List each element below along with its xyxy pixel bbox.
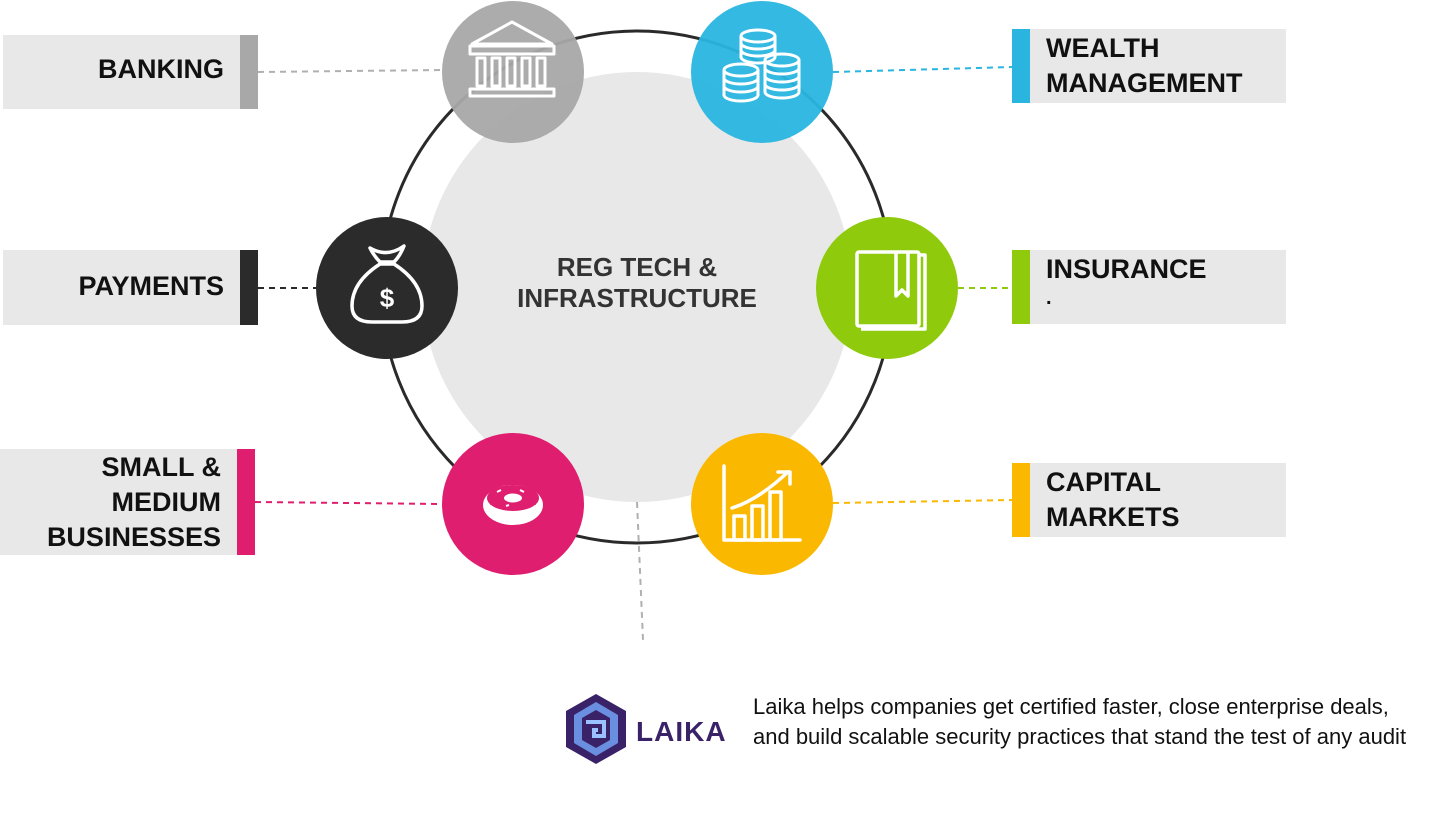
label-capital-line-2: MARKETS [1046, 502, 1180, 532]
label-banking-accent [240, 35, 258, 109]
connector-wealth [832, 66, 1014, 73]
segment-node-smb [442, 433, 584, 575]
segment-node-payments: $ [316, 217, 458, 359]
label-smb-accent [237, 449, 255, 555]
label-banking-line-1: BANKING [98, 54, 224, 84]
label-insurance: INSURANCE . [1012, 250, 1286, 324]
label-insurance-line-2: . [1046, 287, 1052, 309]
label-banking: BANKING [3, 35, 258, 109]
laika-logo-icon [566, 694, 626, 764]
center-title-line-1: REG TECH & [556, 252, 718, 282]
label-wealth: WEALTH MANAGEMENT [1012, 29, 1286, 103]
label-insurance-accent [1012, 250, 1030, 324]
book-icon [855, 250, 927, 331]
label-smb-line-1: SMALL & [101, 452, 222, 482]
label-wealth-accent [1012, 29, 1030, 103]
company-name: LAIKA [636, 716, 727, 747]
connector-smb [254, 501, 443, 505]
center-title: REG TECH & INFRASTRUCTURE [487, 252, 787, 314]
label-smb: SMALL & MEDIUM BUSINESSES [0, 449, 255, 555]
label-payments-accent [240, 250, 258, 325]
center-title-line-2: INFRASTRUCTURE [517, 283, 757, 313]
connector-capital [832, 499, 1014, 504]
connector-company [636, 501, 644, 641]
company-description: Laika helps companies get certified fast… [753, 694, 1407, 749]
label-payments: PAYMENTS [3, 250, 258, 325]
label-capital: CAPITAL MARKETS [1012, 463, 1286, 537]
coins-icon [722, 28, 801, 103]
center-disc [422, 72, 852, 502]
label-smb-line-3: BUSINESSES [46, 522, 221, 552]
bar-chart-icon [722, 464, 802, 542]
label-payments-line-1: PAYMENTS [78, 271, 224, 301]
connector-banking [257, 69, 443, 73]
label-smb-line-2: MEDIUM [111, 487, 222, 517]
segment-node-wealth [691, 1, 833, 143]
donut-icon [483, 485, 543, 525]
svg-text:$: $ [380, 283, 395, 313]
label-capital-accent [1012, 463, 1030, 537]
segment-node-capital [691, 433, 833, 575]
label-wealth-line-2: MANAGEMENT [1046, 68, 1243, 98]
bank-icon [468, 20, 556, 98]
label-wealth-line-1: WEALTH [1046, 33, 1160, 63]
label-capital-line-1: CAPITAL [1046, 467, 1161, 497]
money-bag-icon: $ [350, 244, 424, 324]
segment-node-insurance [816, 217, 958, 359]
segment-node-banking [442, 1, 584, 143]
label-insurance-line-1: INSURANCE [1046, 254, 1207, 284]
